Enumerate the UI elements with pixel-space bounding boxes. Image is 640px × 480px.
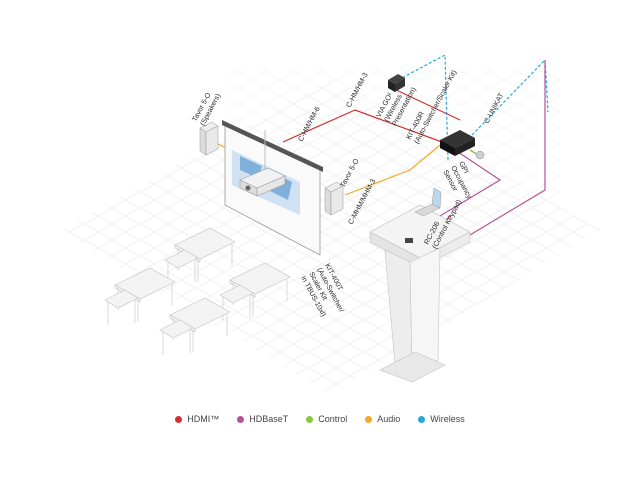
legend-dot (365, 415, 373, 423)
hdbaset-cable-2 (469, 60, 546, 236)
desk-3 (219, 262, 291, 320)
speaker-right (324, 181, 344, 216)
projector (239, 130, 286, 197)
kit-400r-device (440, 130, 475, 156)
wireless-link-via (397, 54, 449, 161)
legend-dot (237, 415, 245, 423)
legend-item-control: Control (306, 414, 347, 424)
legend-label: Wireless (430, 414, 465, 424)
desk-2 (104, 267, 176, 325)
legend-dot (418, 415, 426, 423)
speaker-left (199, 121, 219, 156)
legend-dot (306, 415, 314, 423)
podium (369, 187, 471, 383)
legend-dot (175, 415, 183, 423)
audio-cable (344, 144, 441, 196)
hdmi-cable-projector (282, 109, 451, 146)
label-tavor-speakers: Tavor 5-O (Speakers) (190, 90, 222, 127)
via-go-device (388, 74, 405, 92)
hdmi-cable-via (391, 87, 461, 121)
student-desks (104, 227, 291, 355)
rc-206-keypad (405, 238, 413, 243)
legend-item-hdmi: HDMI™ (175, 414, 219, 424)
wall-grid (230, 70, 560, 340)
legend-label: Audio (377, 414, 401, 424)
legend-label: Control (318, 414, 348, 424)
desk-1 (164, 227, 236, 285)
legend-label: HDMI™ (187, 414, 220, 424)
legend: HDMI™ HDBaseT Control Audio Wireless (0, 414, 640, 424)
legend-item-hdbaset: HDBaseT (237, 414, 288, 424)
occupancy-sensor (475, 150, 485, 160)
desk-4 (159, 297, 231, 355)
legend-item-audio: Audio (365, 414, 400, 424)
legend-label: HDBaseT (249, 414, 289, 424)
legend-item-wireless: Wireless (418, 414, 465, 424)
